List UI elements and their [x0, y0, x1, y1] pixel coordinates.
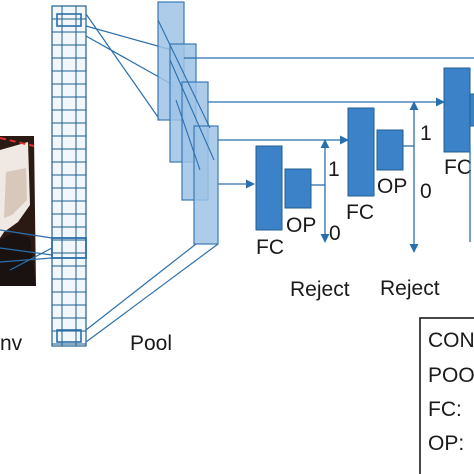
- stage2-zero-label: 0: [420, 180, 432, 203]
- stage1-fc-label: FC: [256, 236, 284, 259]
- stage1-fc-block: [255, 145, 283, 231]
- legend-item: CON: [428, 329, 474, 352]
- stage-1: FC OP 1 0 Reject: [255, 139, 350, 301]
- stage1-op-block: [284, 168, 312, 209]
- pool-block-4: [193, 125, 219, 245]
- stage3-op-block: [469, 93, 474, 127]
- conv-grid: [51, 5, 87, 347]
- legend-item: FC:: [428, 398, 462, 421]
- legend-item: POO: [428, 364, 474, 387]
- stage2-op-label: OP: [377, 175, 407, 198]
- legend: CON POO FC: OP:: [419, 317, 474, 474]
- conv-window-top: [56, 13, 82, 27]
- pool-blocks: [157, 1, 219, 245]
- stage1-one-label: 1: [328, 158, 340, 181]
- conv-window-bottom: [56, 329, 82, 343]
- legend-item: OP:: [428, 432, 464, 455]
- stage-2: FC OP 1 0 Reject: [346, 101, 440, 300]
- stage2-one-label: 1: [420, 122, 432, 145]
- input-image: [0, 136, 36, 286]
- stage2-op-block: [376, 129, 404, 171]
- feed-lines: [184, 57, 474, 189]
- stage3-fc-label: FC: [444, 156, 472, 179]
- stage-3: FC: [443, 67, 474, 242]
- stage1-op-label: OP: [286, 214, 316, 237]
- stage2-fc-block: [347, 107, 375, 197]
- input-to-conv-lines: [0, 229, 53, 271]
- stage3-fc-block: [443, 67, 471, 153]
- stage1-zero-label: 0: [329, 222, 341, 245]
- pool-internal-lines: [157, 19, 215, 171]
- conv-label: nv: [0, 332, 23, 355]
- legend-box: [419, 317, 474, 474]
- stage2-reject-label: Reject: [380, 277, 440, 300]
- stage1-reject-label: Reject: [290, 278, 350, 301]
- conv-window-mid: [51, 237, 87, 259]
- stage2-fc-label: FC: [346, 201, 374, 224]
- pool-label: Pool: [130, 332, 172, 355]
